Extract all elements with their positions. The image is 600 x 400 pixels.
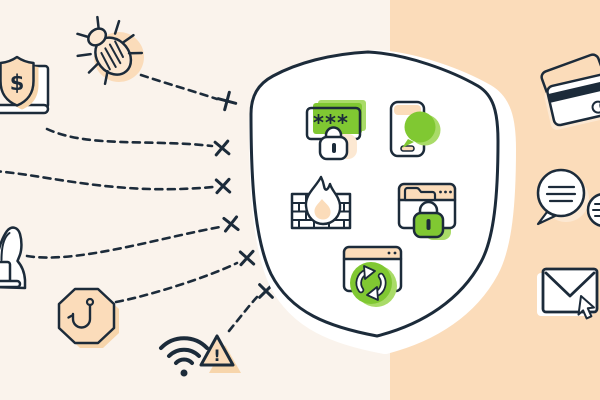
password-green-field xyxy=(313,103,362,134)
dashed-path-bug xyxy=(139,73,219,101)
secure-messaging-phone-icon xyxy=(389,100,441,158)
hacker-laptop-base xyxy=(0,279,22,289)
browser-dot xyxy=(393,251,397,255)
x-mark xyxy=(216,90,238,112)
warning-triangle xyxy=(199,334,235,367)
x-mark xyxy=(238,249,256,267)
phone-top-bar xyxy=(394,105,421,115)
octagon xyxy=(57,287,116,345)
fishing-hook xyxy=(67,303,92,329)
password-lock-icon: *** xyxy=(305,100,366,161)
x-mark xyxy=(213,139,231,157)
wifi-dot xyxy=(180,369,188,377)
warning-exclamation: ! xyxy=(213,346,220,365)
threat-paths xyxy=(0,73,259,333)
card-circle xyxy=(591,100,600,114)
folder-tab xyxy=(403,186,437,202)
dollar-sign: $ xyxy=(10,71,25,95)
wifi-arc-outer xyxy=(159,336,209,350)
dashed-path-laptop xyxy=(45,127,214,148)
firewall-icon xyxy=(290,175,352,230)
x-mark xyxy=(222,215,240,233)
refresh-arrowhead-bottom xyxy=(366,286,379,301)
big-bubble-lines xyxy=(545,185,577,203)
chat-messages-icon xyxy=(536,168,600,227)
unsecured-wifi-warning-icon: ! xyxy=(159,334,241,377)
chat-bubble xyxy=(404,111,436,143)
folder-dot xyxy=(444,190,447,194)
credit-cards-icon xyxy=(540,53,600,130)
software-update-refresh-icon xyxy=(342,245,403,307)
wifi-arc-mid xyxy=(167,347,201,358)
refresh-arrowhead-top xyxy=(363,265,376,280)
credit-card-stripe xyxy=(547,80,600,103)
hacker-hoodie-laptop-icon xyxy=(0,226,27,290)
folder-lock-keyhole xyxy=(426,219,431,230)
padlock-keyhole xyxy=(332,143,336,153)
folder-dot xyxy=(449,190,452,194)
x-mark xyxy=(214,177,232,195)
email-flap xyxy=(544,271,596,298)
protection-shield: *** xyxy=(249,50,516,354)
browser-title-bar xyxy=(344,247,401,259)
phone-home-bar xyxy=(400,145,415,152)
dashed-path-hook xyxy=(114,261,239,304)
dashed-path-wifi xyxy=(227,295,259,333)
browser-dot xyxy=(387,251,391,255)
phishing-hook-octagon-icon xyxy=(57,287,119,348)
flame-inner xyxy=(314,199,331,220)
cursor-icon xyxy=(577,295,595,320)
malware-bug-icon xyxy=(76,15,144,86)
locked-folder-icon xyxy=(397,182,457,240)
dollar-shield xyxy=(0,55,35,107)
folder-dot xyxy=(439,190,442,194)
wifi-arc-inner xyxy=(174,357,194,365)
small-bubble-lines xyxy=(592,203,600,217)
hacker-hood-inner xyxy=(0,232,11,261)
bug-antennae xyxy=(76,15,100,39)
email-cursor-icon xyxy=(537,267,599,320)
dashed-path-hacker xyxy=(25,225,222,259)
bug-stripes xyxy=(100,40,125,71)
dashed-path-edge xyxy=(0,170,215,191)
chat-bubble-tail xyxy=(402,139,414,148)
bug-legs xyxy=(76,19,144,86)
money-scam-laptop-shield-icon: $ xyxy=(0,55,50,115)
bug-head xyxy=(87,27,108,47)
